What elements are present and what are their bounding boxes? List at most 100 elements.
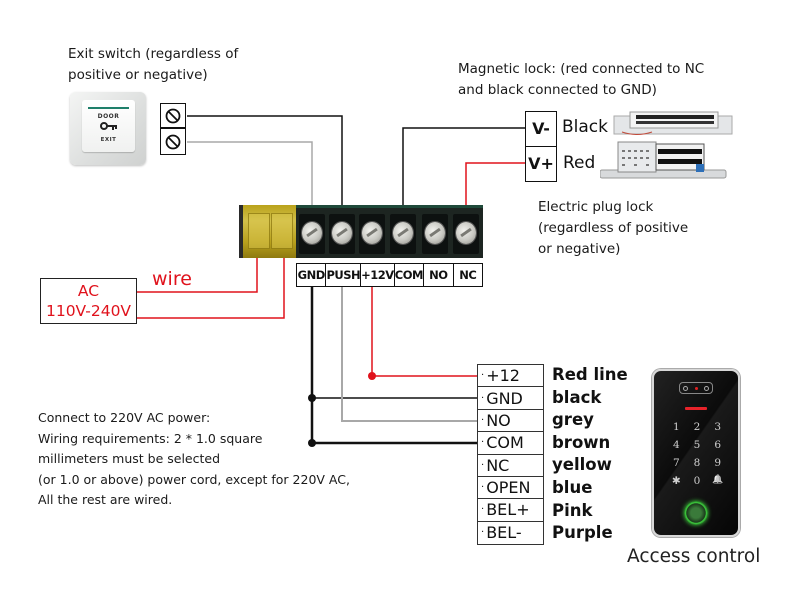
- wire-color-label: brown: [552, 432, 611, 452]
- lock-terminal-v-minus: V-: [526, 112, 556, 147]
- ac-terminal-cell: [271, 213, 293, 249]
- lock-black-wire: [402, 127, 525, 205]
- camera-icon: [679, 382, 713, 394]
- wire-color-label: Red line: [552, 365, 628, 384]
- terminal-block-labels: GND PUSH +12V COM NO NC: [296, 263, 483, 287]
- wire-color-label: blue: [552, 477, 593, 497]
- exit-switch-terminal-2: [160, 128, 186, 155]
- screw-terminal-icon: [165, 108, 181, 123]
- access-control-pin-box: ·+12 ·GND ·NO ·COM ·NC ·OPEN ·BEL+ ·BEL-: [477, 364, 544, 545]
- bell-icon: 🔔: [712, 475, 724, 485]
- keypad: 1 2 3 4 5 6 7 8 9 ✱ 0 🔔: [666, 421, 728, 487]
- terminal-screw-nc: [453, 214, 479, 254]
- lock-terminal-v-plus: V+: [528, 154, 554, 174]
- wire-color-labels: Red line black grey brown yellow blue Pi…: [552, 364, 628, 545]
- keypad-key: 9: [714, 457, 721, 469]
- caption-line: positive or negative): [68, 67, 208, 83]
- 12v-to-12-wire: [371, 287, 477, 377]
- junction-dot-gnd: [308, 394, 316, 402]
- wire-color-label: grey: [552, 410, 594, 430]
- pin-row: ·COM: [478, 432, 543, 455]
- pin-label: BEL+: [486, 500, 530, 520]
- electric-bolt-lock-image: [599, 140, 728, 182]
- pin-dot: ·: [481, 527, 485, 539]
- screw-icon: [393, 222, 413, 244]
- pin-row: ·NO: [478, 410, 543, 433]
- lock-red-label: Red: [563, 153, 596, 173]
- wire-color-label: black: [552, 387, 602, 407]
- access-control-caption: Access control: [627, 546, 761, 567]
- keypad-key: 2: [693, 421, 701, 433]
- key-icon: [82, 121, 135, 134]
- pin-label: GND: [486, 388, 523, 408]
- caption-line: Magnetic lock: (red connected to NC: [458, 61, 705, 77]
- caption-line: and black connected to GND): [458, 82, 657, 98]
- screw-icon: [425, 222, 445, 244]
- lock-black-label: Black: [562, 117, 608, 137]
- screw-icon: [456, 222, 476, 244]
- ac-voltage-label: 110V-240V: [45, 302, 132, 320]
- pin-row: ·GND: [478, 387, 543, 410]
- terminal-screw-gnd: [299, 214, 325, 254]
- access-control-device-image: 1 2 3 4 5 6 7 8 9 ✱ 0 🔔: [652, 369, 740, 537]
- keypad-key: 3: [714, 421, 721, 433]
- pin-dot: ·: [481, 437, 485, 449]
- pin-dot: ·: [481, 504, 485, 516]
- magnetic-lock-image: [612, 110, 734, 137]
- terminal-block-ac-cover: [239, 205, 296, 258]
- pin-row: ·+12: [478, 365, 543, 388]
- terminal-block: [296, 205, 483, 258]
- pin-dot: ·: [481, 482, 485, 494]
- exit-label: EXIT: [100, 137, 117, 143]
- pin-dot: ·: [481, 414, 485, 426]
- pin-dot: ·: [481, 459, 485, 471]
- keypad-key: 6: [714, 439, 721, 451]
- terminal-label-nc: NC: [459, 268, 477, 282]
- terminal-screw-push: [329, 214, 355, 254]
- exit-switch-terminal-1: [160, 103, 186, 128]
- lock-terminal-box: V- V+: [525, 111, 557, 182]
- keypad-key: 4: [672, 439, 680, 451]
- pin-row: ·BEL-: [478, 522, 543, 544]
- keypad-key: 8: [693, 457, 701, 469]
- junction-dot-12v: [368, 372, 376, 380]
- exit-switch-indicator-bar: [88, 107, 129, 109]
- keypad-key-star: ✱: [671, 475, 681, 487]
- pin-label: COM: [486, 433, 524, 453]
- electric-plug-lock-caption: Electric plug lock (regardless of positi…: [538, 197, 688, 260]
- exit-switch-grey-wire: [187, 141, 313, 205]
- terminal-label-gnd: GND: [297, 264, 327, 286]
- screw-icon: [362, 222, 382, 244]
- pin-dot: ·: [481, 392, 485, 404]
- note-line: (or 1.0 or above) power cord, except for…: [38, 471, 350, 487]
- lock-red-wire: [465, 162, 525, 205]
- screw-icon: [302, 222, 322, 244]
- wire-label: wire: [152, 268, 192, 290]
- ac-power-box: AC 110V-240V: [40, 278, 137, 324]
- pin-row: ·OPEN: [478, 477, 543, 500]
- keypad-key: 7: [672, 457, 680, 469]
- keypad-key: 1: [672, 421, 680, 433]
- note-line: millimeters must be selected: [38, 451, 221, 466]
- note-line: All the rest are wired.: [38, 492, 173, 507]
- pin-label: NC: [486, 455, 510, 475]
- screw-terminal-icon: [165, 134, 181, 149]
- door-label: DOOR: [97, 113, 120, 120]
- ac-terminal-cell: [248, 213, 270, 249]
- keypad-key: 5: [693, 439, 701, 451]
- terminal-screw-no: [422, 214, 448, 254]
- terminal-label-push: PUSH: [326, 264, 362, 286]
- wire-color-label: Pink: [552, 500, 593, 520]
- magnetic-lock-caption: Magnetic lock: (red connected to NC and …: [458, 59, 704, 101]
- ac-label: AC: [77, 282, 100, 300]
- note-line: Wiring requirements: 2 * 1.0 square: [38, 430, 263, 446]
- terminal-label-12v: +12V: [361, 264, 395, 286]
- pin-label: +12: [486, 366, 520, 386]
- pin-row: ·NC: [478, 455, 543, 477]
- terminal-screw-com: [390, 214, 416, 254]
- exit-switch-image: DOOR EXIT: [70, 92, 146, 165]
- pin-row: ·BEL+: [478, 499, 543, 522]
- exit-switch-button: DOOR EXIT: [82, 100, 135, 152]
- pin-dot: ·: [481, 370, 485, 382]
- push-to-no-wire: [341, 287, 477, 422]
